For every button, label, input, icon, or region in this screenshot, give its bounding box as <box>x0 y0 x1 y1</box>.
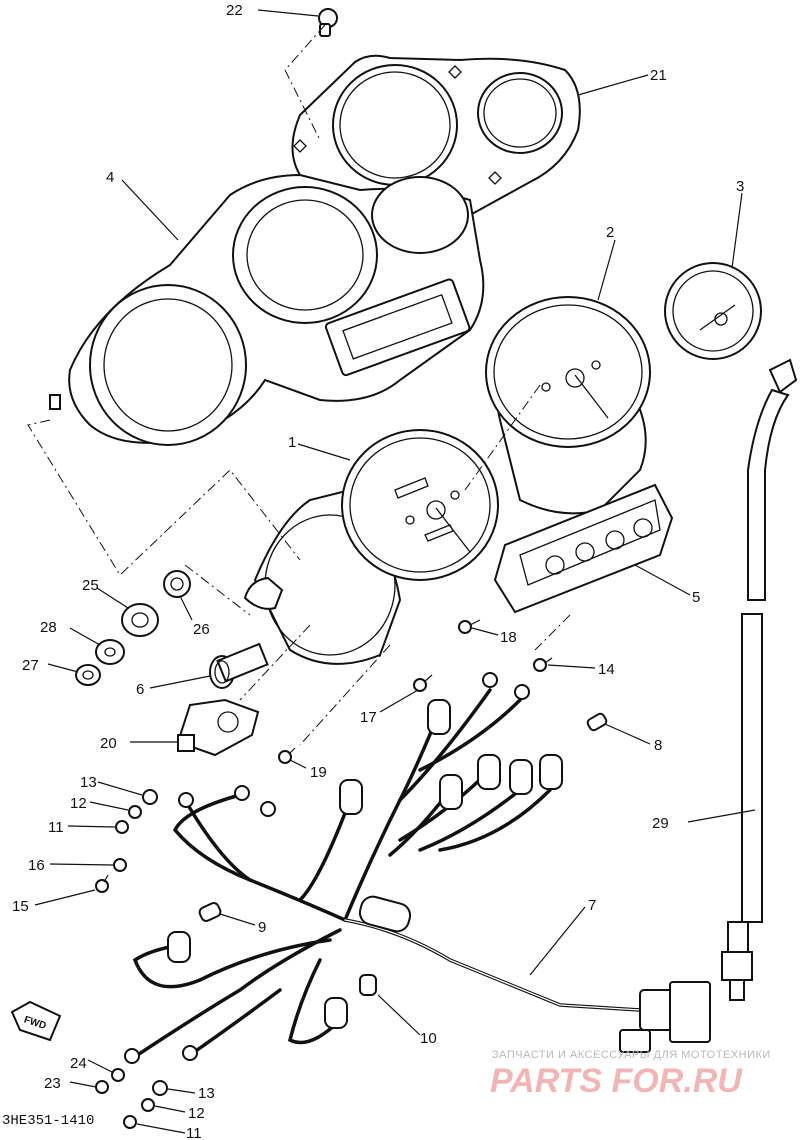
screw-18 <box>458 619 481 634</box>
bulb-22 <box>318 8 338 37</box>
bulb-10 <box>359 974 377 996</box>
nut-16 <box>113 858 127 872</box>
callout-7: 7 <box>588 897 596 914</box>
callout-22: 22 <box>226 2 243 19</box>
callout-13: 13 <box>80 774 97 791</box>
callout-29: 29 <box>652 815 669 832</box>
callout-11-bottom: 11 <box>186 1125 202 1140</box>
callout-1: 1 <box>288 434 296 451</box>
callout-5: 5 <box>692 589 700 606</box>
socket-bracket-20 <box>176 698 260 757</box>
bulb-9 <box>198 902 222 922</box>
callout-19: 19 <box>310 764 327 781</box>
collar-26 <box>163 570 191 598</box>
callout-20: 20 <box>100 735 117 752</box>
nut-27 <box>75 664 101 686</box>
grommet-25 <box>121 603 159 637</box>
washer-13b <box>152 1080 168 1096</box>
callout-24: 24 <box>70 1055 87 1072</box>
tachometer <box>485 296 651 515</box>
bulb-8 <box>586 712 608 732</box>
callout-6: 6 <box>136 681 144 698</box>
callout-18: 18 <box>500 629 517 646</box>
screw-11 <box>115 820 129 834</box>
callout-12: 12 <box>70 795 87 812</box>
screw-14 <box>533 657 553 672</box>
washer-12 <box>128 805 142 819</box>
watermark: ЗАПЧАСТИ И АКСЕССУАРЫ ДЛЯ МОТОТЕХНИКИ PA… <box>490 1049 771 1100</box>
washer-13 <box>142 789 158 805</box>
wire-harness <box>124 672 711 1064</box>
callout-26: 26 <box>193 621 210 638</box>
part-code: 3HE351-1410 <box>2 1113 94 1129</box>
screw-11b <box>123 1115 137 1129</box>
screw-23 <box>95 1080 109 1094</box>
screw-19 <box>278 747 296 764</box>
indicator-housing <box>493 483 674 614</box>
washer-12b <box>141 1098 155 1112</box>
speedometer <box>243 429 499 665</box>
callout-3: 3 <box>736 178 744 195</box>
callout-27: 27 <box>22 657 39 674</box>
watermark-brand: PARTS FOR.RU <box>490 1062 743 1100</box>
callout-13-bottom: 13 <box>198 1085 215 1102</box>
screw-15 <box>95 874 109 893</box>
callout-16: 16 <box>28 857 45 874</box>
callout-4: 4 <box>106 169 114 186</box>
callout-25: 25 <box>82 577 99 594</box>
fwd-arrow: FWD <box>10 1000 62 1042</box>
callout-8: 8 <box>654 737 662 754</box>
washer-24 <box>111 1068 125 1082</box>
callout-9: 9 <box>258 919 266 936</box>
callout-17: 17 <box>360 709 377 726</box>
meter-cable <box>721 358 798 1001</box>
callout-21: 21 <box>650 67 667 84</box>
small-meter <box>664 262 762 360</box>
callout-11: 11 <box>48 819 64 836</box>
screw-17 <box>413 674 433 692</box>
watermark-tagline: ЗАПЧАСТИ И АКСЕССУАРЫ ДЛЯ МОТОТЕХНИКИ <box>492 1049 771 1061</box>
callout-12-bottom: 12 <box>188 1105 205 1122</box>
gear-6 <box>209 642 269 689</box>
callout-10: 10 <box>420 1030 437 1047</box>
callout-23: 23 <box>44 1075 61 1092</box>
callout-14: 14 <box>598 661 615 678</box>
washer-28 <box>95 639 125 665</box>
callouts: 22 21 4 3 2 1 5 25 26 28 27 6 20 18 14 1… <box>12 2 744 1140</box>
callout-15: 15 <box>12 898 29 915</box>
callout-28: 28 <box>40 619 57 636</box>
meter-case <box>49 173 485 446</box>
leader-lines <box>34 9 756 1134</box>
alignment-lines <box>27 24 571 746</box>
callout-2: 2 <box>606 224 614 241</box>
